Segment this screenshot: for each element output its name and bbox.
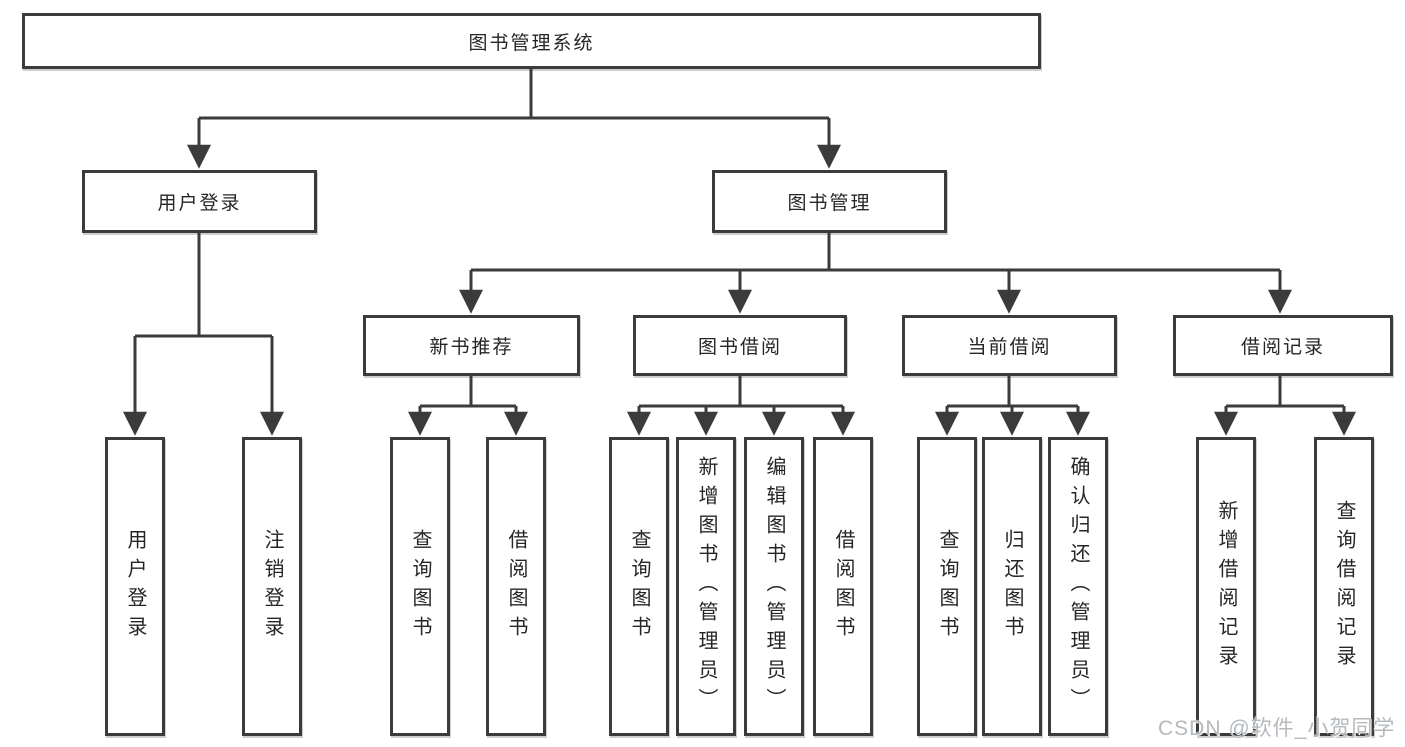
leaf-br-query-record: 查询借阅记录: [1314, 437, 1374, 736]
node-user-login: 用户登录: [82, 170, 317, 233]
node-book-borrow-label: 图书借阅: [697, 337, 782, 358]
node-current-borrow-label: 当前借阅: [967, 337, 1052, 358]
leaf-cb-query-books: 查询图书: [917, 437, 977, 736]
leaf-logout: 注销登录: [242, 437, 302, 736]
leaf-bb-edit-books-label: 编辑图书（管理员）: [763, 456, 785, 717]
leaf-rec-query-books-label: 查询图书: [409, 528, 431, 645]
node-book-mgmt: 图书管理: [712, 170, 947, 233]
node-root-label: 图书管理系统: [468, 32, 595, 54]
node-new-book-rec: 新书推荐: [363, 315, 580, 376]
leaf-br-query-record-label: 查询借阅记录: [1333, 499, 1355, 674]
leaf-cb-return-books-label: 归还图书: [1001, 528, 1023, 645]
node-current-borrow: 当前借阅: [902, 315, 1117, 376]
leaf-bb-query-books-label: 查询图书: [628, 528, 650, 645]
leaf-bb-add-books: 新增图书（管理员）: [676, 437, 736, 736]
leaf-user-login-label: 用户登录: [124, 528, 146, 645]
leaf-rec-borrow-books: 借阅图书: [486, 437, 546, 736]
leaf-bb-edit-books: 编辑图书（管理员）: [744, 437, 804, 736]
leaf-rec-borrow-books-label: 借阅图书: [505, 528, 527, 645]
node-root: 图书管理系统: [22, 13, 1041, 69]
leaf-user-login: 用户登录: [105, 437, 165, 736]
node-new-book-rec-label: 新书推荐: [429, 337, 514, 358]
leaf-bb-borrow-books: 借阅图书: [813, 437, 873, 736]
leaf-cb-confirm-return-label: 确认归还（管理员）: [1067, 456, 1089, 717]
node-book-mgmt-label: 图书管理: [787, 193, 872, 214]
leaf-br-add-record: 新增借阅记录: [1196, 437, 1256, 736]
node-borrow-records: 借阅记录: [1173, 315, 1393, 376]
leaf-br-add-record-label: 新增借阅记录: [1215, 499, 1237, 674]
csdn-watermark: CSDN @软件_小贺同学: [1158, 717, 1396, 740]
leaf-cb-confirm-return: 确认归还（管理员）: [1048, 437, 1108, 736]
leaf-bb-borrow-books-label: 借阅图书: [832, 528, 854, 645]
leaf-logout-label: 注销登录: [261, 528, 283, 645]
leaf-cb-query-books-label: 查询图书: [936, 528, 958, 645]
leaf-bb-add-books-label: 新增图书（管理员）: [695, 456, 717, 717]
leaf-cb-return-books: 归还图书: [982, 437, 1042, 736]
node-user-login-label: 用户登录: [157, 193, 242, 214]
leaf-rec-query-books: 查询图书: [390, 437, 450, 736]
node-book-borrow: 图书借阅: [633, 315, 847, 376]
leaf-bb-query-books: 查询图书: [609, 437, 669, 736]
node-borrow-records-label: 借阅记录: [1240, 337, 1325, 358]
